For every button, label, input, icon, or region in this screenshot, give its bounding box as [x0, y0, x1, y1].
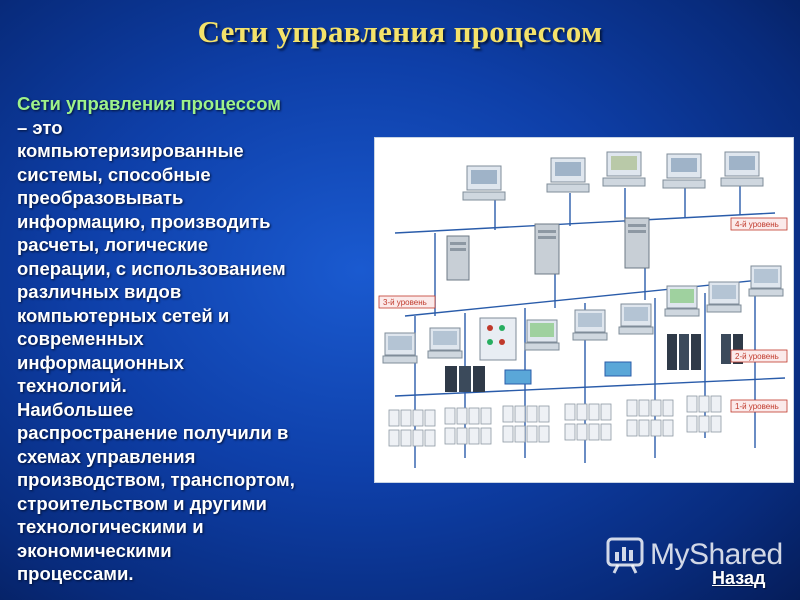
slide-title: Сети управления процессом: [197, 14, 603, 49]
watermark-text: MyShared: [650, 538, 783, 571]
body-line: процессами.: [17, 563, 134, 584]
body-line: операции, с использованием: [17, 257, 286, 279]
network-diagram-illustration: 4-й уровень 3-й уровень 2-й уровень 1-й …: [378, 151, 788, 468]
network-diagram-image: 4-й уровень 3-й уровень 2-й уровень 1-й …: [374, 137, 794, 483]
body-line: преобразовывать: [17, 187, 184, 208]
body-line: информацию, производить: [17, 210, 271, 232]
body-line: схемах управления: [17, 445, 196, 467]
body-line: системы, способные: [17, 163, 211, 185]
back-link[interactable]: Назад: [712, 568, 766, 588]
body-line: информационных: [17, 351, 185, 373]
body-lead-term: Сети управления процессом: [17, 93, 281, 114]
body-line: компьютерных сетей и: [17, 304, 230, 326]
myshared-watermark: MyShared: [606, 533, 783, 577]
level-label-3: 3-й уровень: [383, 298, 427, 307]
body-line: технологическими и: [17, 516, 204, 537]
body-line: современных: [17, 328, 144, 349]
level-label-4: 4-й уровень: [735, 220, 779, 229]
body-line: – это: [17, 116, 63, 138]
body-line: компьютеризированные: [17, 140, 244, 161]
slide-body-text: Сети управления процессом – это компьюте…: [17, 92, 377, 586]
body-line: производством, транспортом,: [17, 469, 295, 490]
body-line: экономическими: [17, 539, 172, 561]
level-label-2: 2-й уровень: [735, 352, 779, 361]
level-label-1: 1-й уровень: [735, 402, 779, 411]
body-line: распространение получили в: [17, 422, 289, 443]
body-line: технологий.: [17, 375, 127, 396]
body-line: расчеты, логические: [17, 234, 209, 255]
body-line: строительством и другими: [17, 492, 267, 514]
body-line: Наибольшее: [17, 398, 134, 420]
body-line: различных видов: [17, 281, 182, 302]
myshared-logo-icon: [606, 537, 644, 574]
